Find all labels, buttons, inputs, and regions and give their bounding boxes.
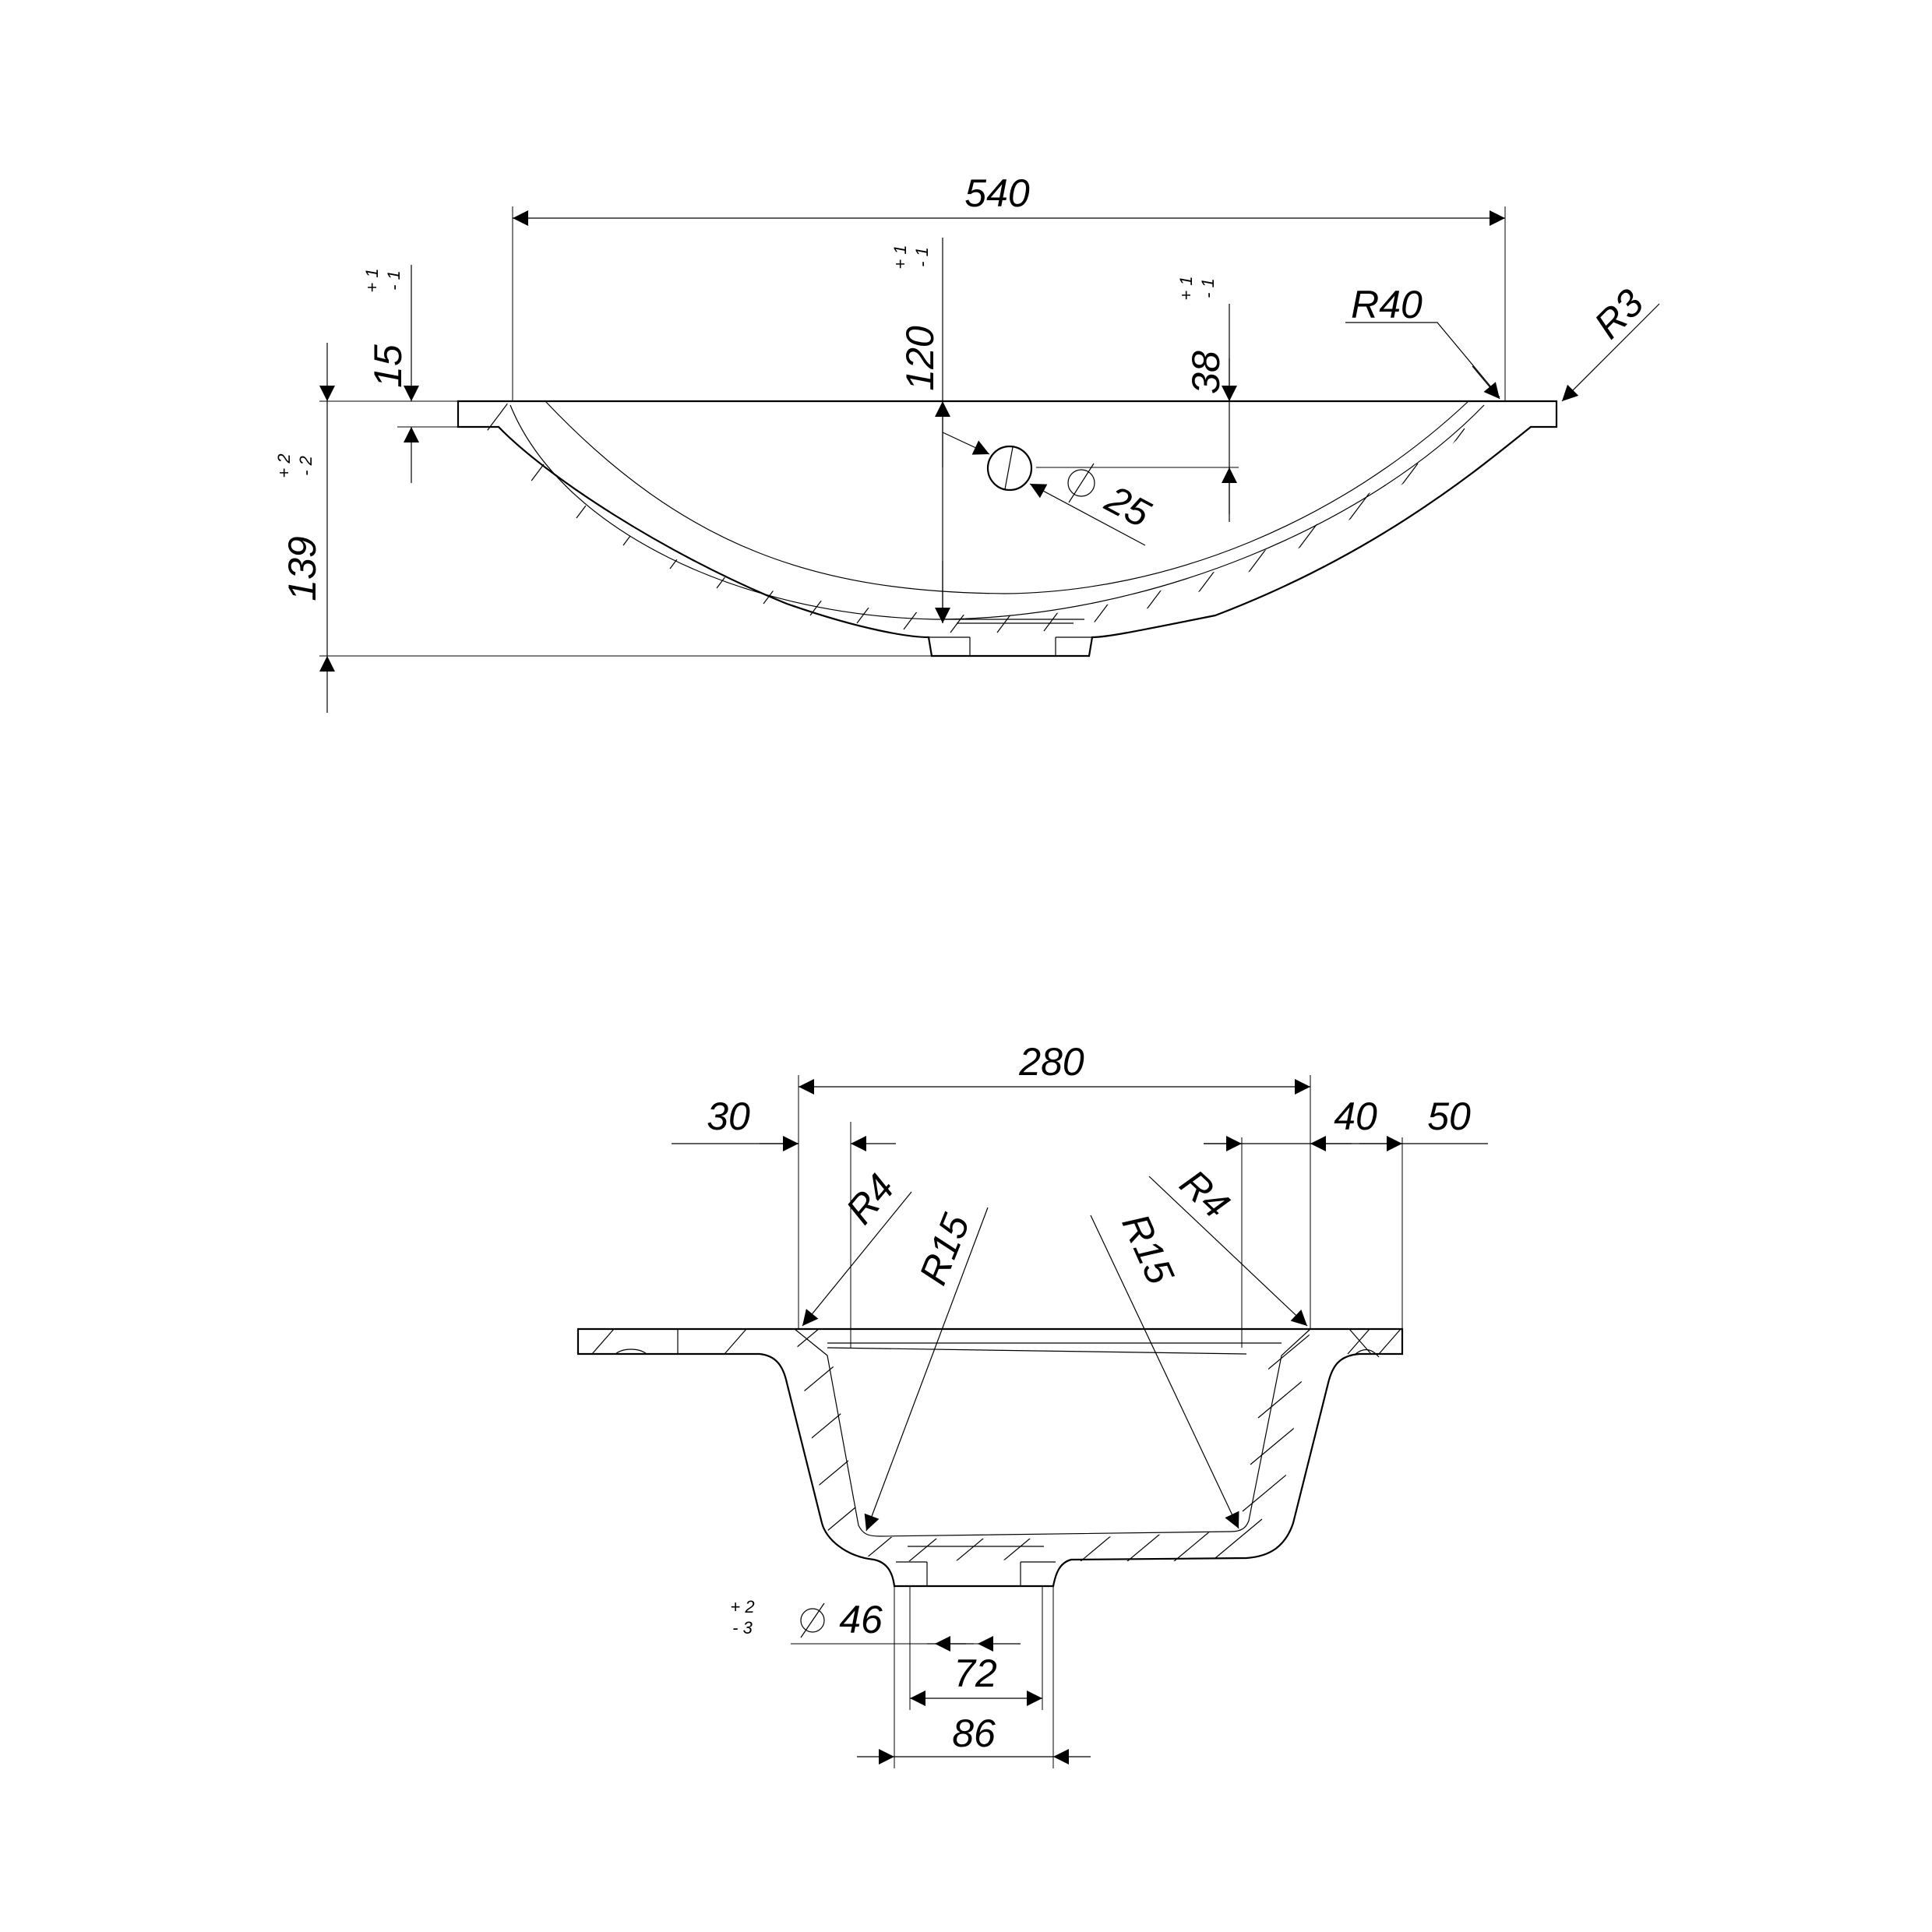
dim-drain-inner-width-text: 72 xyxy=(954,1652,997,1695)
side-drain xyxy=(896,1546,1056,1586)
dim-rim-tol-plus: + 1 xyxy=(362,268,382,292)
dim-inner-width-text: 280 xyxy=(1018,1040,1084,1084)
dim-right-offset-text: 40 xyxy=(1334,1095,1377,1138)
dim-total-height-tol-plus: + 2 xyxy=(274,453,294,478)
dim-overflow-height-tol-minus: - 1 xyxy=(1198,278,1218,298)
dim-total-height-tol-minus: - 2 xyxy=(296,456,316,476)
dim-radius-bottom-right-text: R15 xyxy=(1113,1208,1183,1291)
dim-left-rim-text: 30 xyxy=(707,1095,750,1138)
dim-bowl-depth-tol-plus: + 1 xyxy=(890,245,910,269)
dim-rim-tol-minus: - 1 xyxy=(384,270,404,291)
drain-diameter-symbol-icon xyxy=(800,1608,825,1633)
overflow-hole xyxy=(986,445,1033,492)
dim-overflow-height-text: 38 xyxy=(1184,351,1228,394)
dim-radius-bottom-left-text: R15 xyxy=(911,1208,978,1290)
top-basin-outer-outline xyxy=(457,400,1558,658)
side-basin-inner-outline xyxy=(794,1328,1311,1537)
side-view: 280 30 40 50 R4 R15 R4 R15 xyxy=(576,1040,1488,1768)
dim-overflow-height-tol-plus: + 1 xyxy=(1176,276,1196,300)
side-basin-outline xyxy=(576,1327,1404,1588)
dim-bowl-depth-text: 120 xyxy=(898,326,942,391)
top-drain xyxy=(929,619,1092,656)
dim-total-height-text: 139 xyxy=(280,536,324,601)
dim-radius-top-right-text: R4 xyxy=(1172,1161,1238,1227)
top-view: 540 15 + 1 - 1 139 + 2 - 2 120 + 1 - 1 3… xyxy=(274,171,1660,713)
dim-radius-top-left-text: R4 xyxy=(837,1166,903,1232)
dim-drain-tol-plus: + 2 xyxy=(730,1597,754,1616)
diameter-symbol-icon xyxy=(1067,469,1095,497)
dim-rim-thickness-text: 15 xyxy=(366,344,410,388)
dim-width-text: 540 xyxy=(964,171,1030,215)
dim-drain-outer-width-text: 86 xyxy=(952,1712,996,1755)
dim-right-rim-text: 50 xyxy=(1427,1095,1471,1138)
dim-drain-diameter-text: 46 xyxy=(839,1598,883,1641)
dim-drain-tol-minus: - 3 xyxy=(732,1618,753,1638)
dim-radius-r40-text: R40 xyxy=(1351,283,1423,326)
dim-radius-r3-text: R3 xyxy=(1586,280,1652,347)
dim-bowl-depth-tol-minus: - 1 xyxy=(912,247,932,267)
top-basin-inner-curve xyxy=(545,400,1469,594)
